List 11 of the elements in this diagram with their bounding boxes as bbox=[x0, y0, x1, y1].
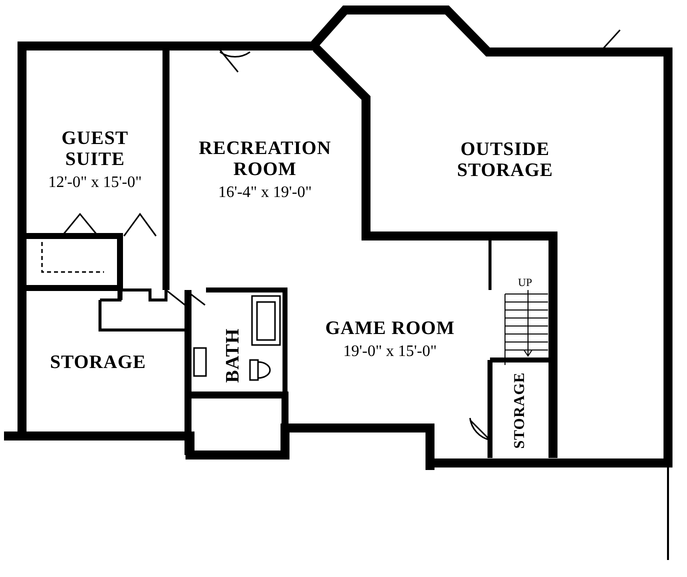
room-name: BATH bbox=[222, 328, 244, 382]
room-name: OUTSIDE STORAGE bbox=[456, 139, 554, 181]
room-name: STORAGE bbox=[50, 352, 146, 373]
room-dimensions: 16'-4" x 19'-0" bbox=[218, 182, 312, 202]
room-dimensions: 19'-0" x 15'-0" bbox=[343, 342, 437, 362]
room-name: STORAGE bbox=[510, 372, 528, 448]
room-name: GUEST SUITE bbox=[60, 128, 130, 170]
stair-direction-label: UP bbox=[518, 277, 532, 289]
room-name: RECREATION ROOM bbox=[198, 138, 332, 180]
room-name: GAME ROOM bbox=[325, 318, 455, 339]
room-dimensions: 12'-0" x 15'-0" bbox=[48, 172, 142, 192]
